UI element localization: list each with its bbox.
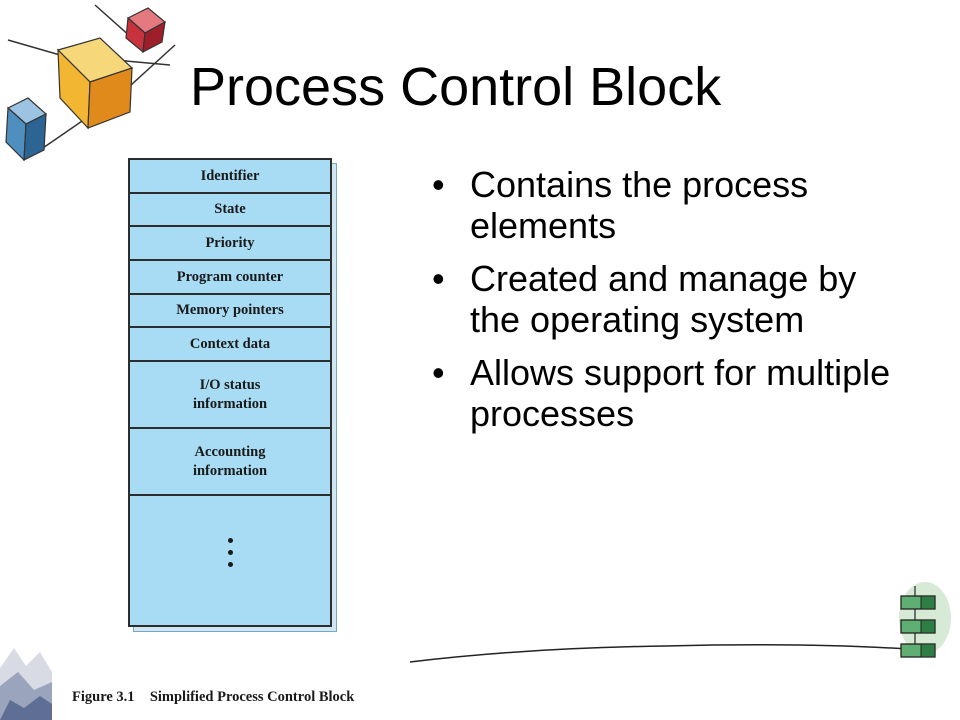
dot (227, 550, 233, 555)
bullet-text: Contains the process elements (470, 164, 809, 246)
pcb-field-priority: Priority (130, 227, 330, 261)
bullet-list: • Contains the process elements • Create… (432, 164, 902, 446)
pcb-field-program-counter: Program counter (130, 261, 330, 295)
stacked-boxes-icon (409, 582, 951, 663)
figure-caption: Figure 3.1 Simplified Process Control Bl… (72, 689, 354, 706)
bullet-marker: • (432, 164, 445, 205)
dot (227, 562, 233, 567)
tumbling-cubes-icon (5, 4, 176, 162)
pcb-continuation-dots (222, 538, 238, 574)
pcb-field-state: State (130, 194, 330, 227)
bullet-item: • Created and manage by the operating sy… (432, 258, 902, 340)
pcb-block: Identifier State Priority Program counte… (128, 158, 332, 627)
bullet-marker: • (432, 352, 445, 393)
pcb-field-io-status: I/O status information (130, 362, 330, 429)
figure-caption-text: Simplified Process Control Block (149, 689, 355, 705)
pcb-field-identifier: Identifier (130, 160, 330, 194)
bullet-text: Created and manage by the operating syst… (470, 258, 857, 340)
bullet-item: • Allows support for multiple processes (432, 352, 902, 434)
pcb-field-accounting: Accounting information (130, 429, 330, 496)
dot (227, 538, 233, 543)
bullet-item: • Contains the process elements (432, 164, 902, 246)
pcb-field-memory-pointers: Memory pointers (130, 295, 330, 328)
pcb-field-context-data: Context data (130, 328, 330, 362)
bullet-marker: • (432, 258, 445, 299)
slide-title: Process Control Block (190, 57, 722, 117)
bullet-text: Allows support for multiple processes (470, 352, 891, 434)
figure-label: Figure 3.1 (72, 689, 135, 705)
mountain-icon (0, 648, 52, 720)
pcb-diagram: Identifier State Priority Program counte… (128, 158, 337, 632)
